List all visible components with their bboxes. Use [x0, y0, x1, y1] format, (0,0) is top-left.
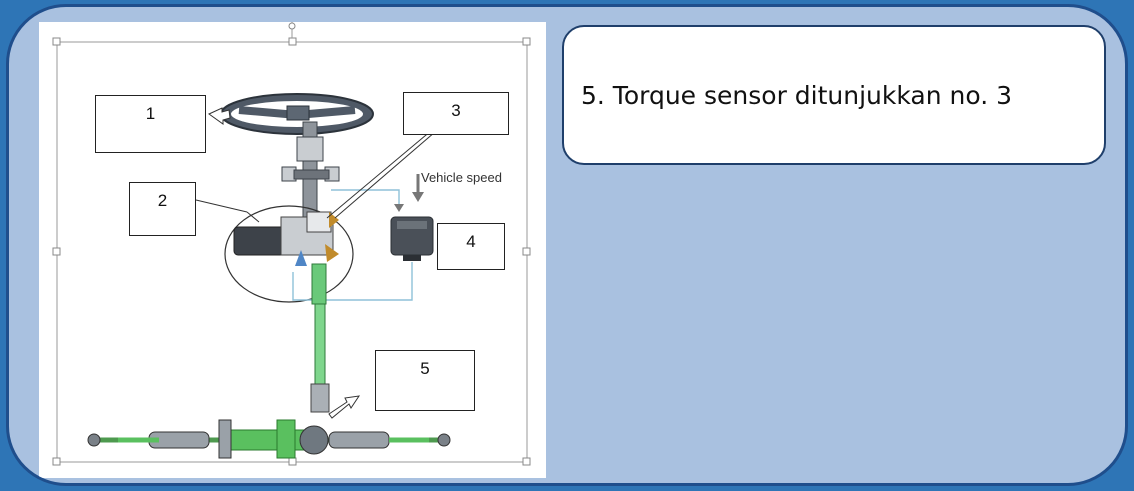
- label-box-4: 4: [437, 223, 505, 270]
- eps-motor-assembly: [224, 205, 354, 303]
- sensor-wiring: [292, 189, 413, 301]
- slide-panel: 1 2 3 4 5 Vehicle speed 5. Torque sensor…: [6, 4, 1128, 486]
- steering-wheel: [220, 93, 374, 135]
- label-box-5: 5: [375, 350, 475, 411]
- steering-diagram: [52, 22, 531, 466]
- ecu-unit: [390, 216, 434, 261]
- answer-text: 5. Torque sensor ditunjukkan no. 3: [581, 81, 1013, 110]
- steering-rack: [87, 419, 451, 459]
- intermediate-shaft: [310, 263, 330, 413]
- answer-callout: 5. Torque sensor ditunjukkan no. 3: [562, 25, 1106, 165]
- rotate-handle: [288, 22, 296, 30]
- pointer-arrows: [208, 107, 361, 419]
- label-box-3: 3: [403, 92, 509, 135]
- vehicle-speed-label: Vehicle speed: [421, 170, 502, 185]
- steering-column: [281, 121, 340, 228]
- label-box-1: 1: [95, 95, 206, 153]
- label-box-2: 2: [129, 182, 196, 236]
- steering-system-figure[interactable]: 1 2 3 4 5 Vehicle speed: [39, 22, 546, 478]
- leader-lines: [195, 129, 436, 223]
- sensor-arrow: [394, 204, 404, 212]
